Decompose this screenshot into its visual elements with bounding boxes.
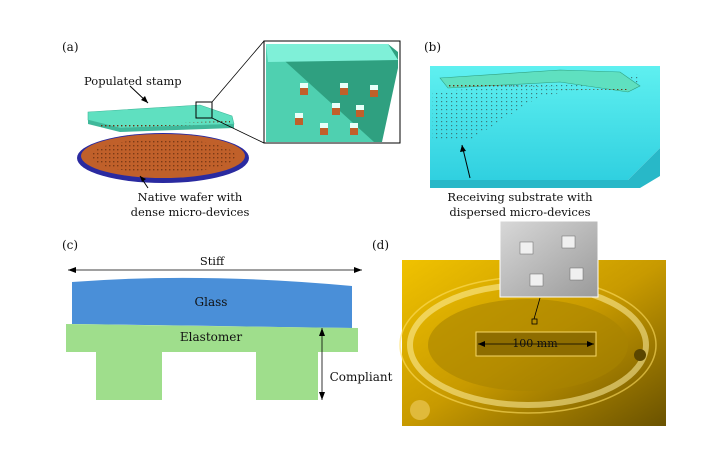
- panel-b: [430, 66, 660, 188]
- panel-a: [77, 40, 401, 189]
- panel-c: [66, 267, 362, 400]
- wafer-devices: [91, 139, 235, 173]
- substrate-label-line1: Receiving substrate with: [447, 190, 593, 204]
- compliant-label: Compliant: [329, 370, 393, 384]
- panel-c-tag: (c): [62, 238, 79, 252]
- glass-label: Glass: [194, 295, 228, 309]
- panel-a-tag: (a): [62, 40, 79, 54]
- substrate-label-line2: dispersed micro-devices: [449, 205, 591, 219]
- panel-b-tag: (b): [424, 40, 442, 54]
- elastomer-label: Elastomer: [179, 330, 243, 344]
- stamp-devices: [100, 121, 230, 128]
- receiving-substrate-side: [430, 148, 660, 188]
- inset-devices: [295, 83, 378, 135]
- zoom-marker: [195, 101, 213, 119]
- wafer-label-line2: dense micro-devices: [130, 205, 250, 219]
- dispersed-devices: [432, 74, 640, 140]
- stamp-front-face: [88, 120, 234, 132]
- stiff-label: Stiff: [199, 254, 225, 268]
- wafer-label-line1: Native wafer with: [137, 190, 243, 204]
- populated-stamp-label: Populated stamp: [84, 74, 182, 88]
- sem-inset: [499, 220, 599, 298]
- glass-layer: [72, 277, 352, 328]
- panel-d: [399, 220, 666, 426]
- panel-d-tag: (d): [372, 238, 390, 252]
- sem-devices: [519, 235, 584, 287]
- scale-label: 100 mm: [512, 337, 558, 350]
